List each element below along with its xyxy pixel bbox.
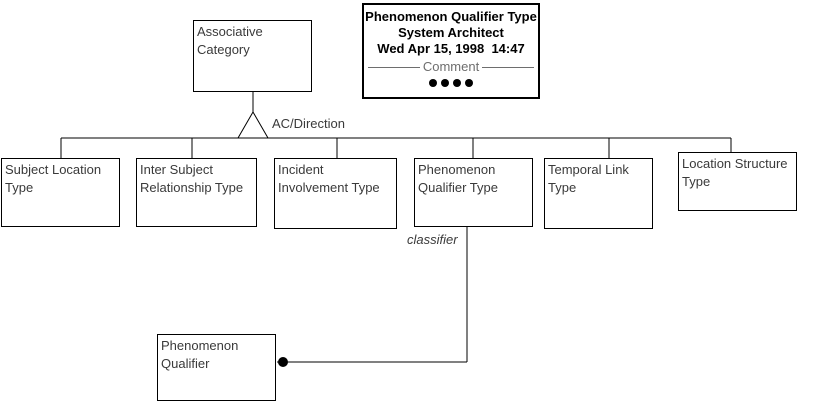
- classifier-label: classifier: [407, 232, 458, 247]
- comment-dot-icon: [441, 79, 449, 87]
- entity-label: Subject Location Type: [5, 162, 102, 195]
- entity-box-temporal-link-type[interactable]: Temporal Link Type: [544, 158, 653, 229]
- entity-box-location-structure-type[interactable]: Location Structure Type: [678, 152, 797, 211]
- entity-box-phenomenon-qualifier-type[interactable]: Phenomenon Qualifier Type: [414, 158, 533, 227]
- entity-label: Temporal Link Type: [548, 162, 629, 195]
- comment-dot-icon: [453, 79, 461, 87]
- entity-label: Associative Category: [197, 24, 263, 57]
- entity-box-subject-location-type[interactable]: Subject Location Type: [1, 158, 120, 227]
- entity-label: Inter Subject Relationship Type: [140, 162, 244, 195]
- relationship-label-ac-direction: AC/Direction: [272, 116, 345, 131]
- entity-box-inter-subject-relationship-type[interactable]: Inter Subject Relationship Type: [136, 158, 257, 227]
- comment-label: Comment: [422, 59, 480, 74]
- entity-box-incident-involvement-type[interactable]: Incident Involvement Type: [274, 158, 397, 229]
- entity-label: Phenomenon Qualifier Type: [418, 162, 498, 195]
- connector-endpoint-dot-icon: [278, 357, 288, 367]
- triangle-connector-icon: [237, 110, 269, 139]
- entity-box-phenomenon-qualifier[interactable]: Phenomenon Qualifier: [157, 334, 276, 401]
- entity-box-associative-category[interactable]: Associative Category: [193, 20, 312, 92]
- tool-name: System Architect: [398, 25, 504, 40]
- diagram-title-block[interactable]: Phenomenon Qualifier Type System Archite…: [362, 3, 540, 99]
- comment-dot-icon: [429, 79, 437, 87]
- comment-rule-left: [368, 66, 420, 68]
- comment-dot-icon: [465, 79, 473, 87]
- entity-label: Incident Involvement Type: [278, 162, 380, 195]
- diagram-timestamp: Wed Apr 15, 1998 14:47: [377, 41, 525, 56]
- comment-row: Comment: [364, 59, 538, 75]
- comment-dots: [364, 79, 538, 87]
- comment-rule-right: [482, 66, 535, 68]
- entity-label: Location Structure Type: [682, 156, 788, 189]
- diagram-title: Phenomenon Qualifier Type: [365, 9, 537, 24]
- entity-label: Phenomenon Qualifier: [161, 338, 239, 371]
